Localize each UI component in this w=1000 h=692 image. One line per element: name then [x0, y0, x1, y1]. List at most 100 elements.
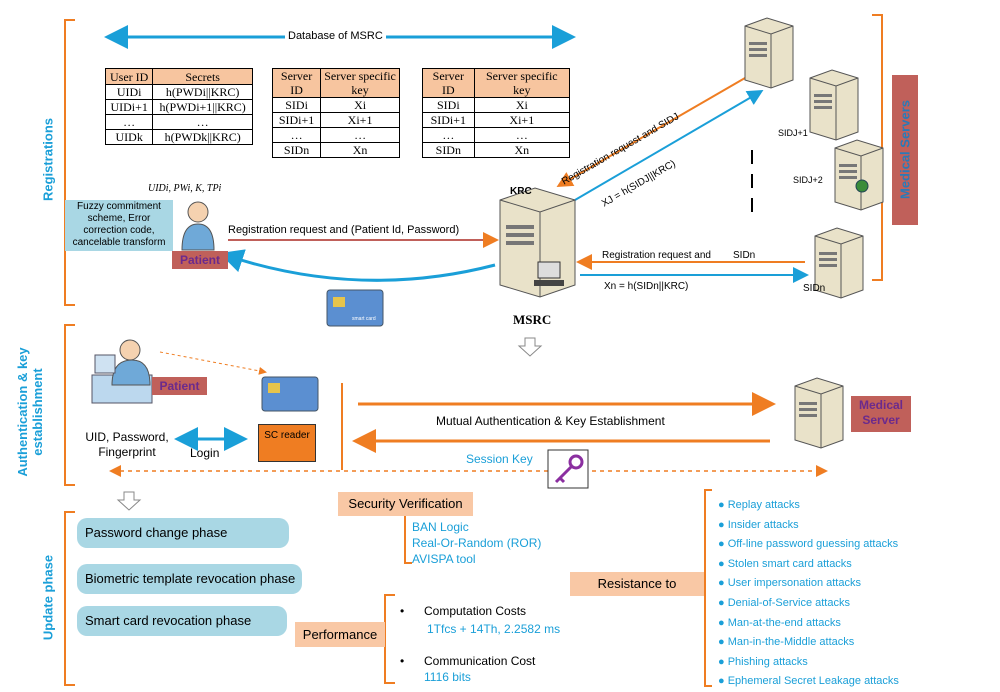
key-icon [547, 449, 589, 489]
medical-server-label: Medical Server [851, 396, 911, 432]
list-item: ● Phishing attacks [718, 653, 899, 673]
medical-servers-bar [892, 75, 918, 225]
login-label[interactable]: Login [190, 446, 220, 460]
table-header: Server ID [422, 68, 475, 98]
list-item: ● Ephemeral Secret Leakage attacks [718, 672, 899, 692]
table-cell: SIDi+1 [422, 112, 475, 128]
down-arrow-1 [517, 337, 543, 357]
list-item: BAN Logic [412, 520, 469, 534]
table-cell: Xi+1 [320, 112, 400, 128]
table-cell: Xi [473, 97, 571, 113]
list-item-label: Insider attacks [727, 518, 799, 531]
list-item-label: Off-line password guessing attacks [727, 538, 899, 551]
table-cell: UIDi+1 [104, 99, 154, 115]
server-j2-icon [834, 139, 884, 211]
security-verification-list: BAN Logic Real-Or-Random (ROR) AVISPA to… [412, 519, 541, 567]
credentials-text: UID, Password, Fingerprint [85, 430, 169, 459]
fuzzy-commitment-box: Fuzzy commitment scheme, Error correctio… [65, 200, 173, 251]
table-cell: SIDn [271, 142, 322, 158]
sidn-label-a: SIDn [733, 250, 756, 261]
medical-server-icon [794, 377, 844, 449]
bullet: • [400, 604, 405, 618]
bullet-icon: ● [718, 596, 728, 609]
bullet-icon: ● [718, 675, 728, 688]
list-item: ● Replay attacks [718, 496, 899, 516]
list-item-label: Stolen smart card attacks [727, 557, 852, 570]
list-item: ● Off-line password guessing attacks [718, 535, 899, 555]
smart-card-icon-2 [261, 376, 319, 412]
communication-title: Communication Cost [424, 654, 536, 668]
server-j-icon [744, 17, 794, 89]
patient-label-2: Patient [152, 377, 207, 395]
table-cell: SIDn [422, 142, 475, 158]
table-cell: h(PWDk||KRC) [152, 129, 253, 145]
table-cell: … [152, 114, 253, 130]
patient-icon [181, 201, 215, 251]
globe-icon [855, 179, 869, 193]
smart-card-revocation-phase: Smart card revocation phase [77, 606, 287, 636]
server-j-return-arrow [574, 89, 764, 201]
list-item: ● Denial-of-Service attacks [718, 594, 899, 614]
bullet-icon: ● [718, 518, 728, 531]
list-item-label: Man-in-the-Middle attacks [727, 636, 855, 649]
database-label: Database of MSRC [285, 30, 386, 42]
server-j1-icon [809, 69, 859, 141]
list-item-label: User impersonation attacks [727, 577, 861, 590]
computation-title: Computation Costs [424, 604, 527, 618]
security-verification-title: Security Verification [338, 492, 473, 516]
table-cell: … [271, 127, 322, 143]
table-cell: UIDk [104, 129, 154, 145]
table-cell: … [422, 127, 475, 143]
bullet: • [400, 654, 405, 668]
server-j-reg-arrow [556, 77, 746, 188]
table-header: Secrets [152, 68, 253, 85]
krc-label: KRC [510, 186, 532, 197]
list-item: AVISPA tool [412, 552, 476, 566]
list-item-label: Man-at-the-end attacks [727, 616, 841, 629]
list-item: ● Insider attacks [718, 516, 899, 536]
table-cell: h(PWDi+1||KRC) [152, 99, 253, 115]
table-cell: SIDi+1 [271, 112, 322, 128]
bullet-icon: ● [718, 655, 728, 668]
list-item-label: Ephemeral Secret Leakage attacks [727, 675, 899, 688]
sc-reader-box: SC reader [258, 424, 316, 462]
resistance-bracket [704, 489, 712, 687]
list-item-label: Replay attacks [727, 499, 800, 511]
table-header: Server ID [271, 68, 322, 98]
registrations-label: Registrations [40, 117, 56, 202]
registrations-bracket [64, 19, 75, 306]
table-cell: Xn [473, 142, 571, 158]
mutual-auth-text: Mutual Authentication & Key Establishmen… [436, 414, 665, 428]
reg-patient-text: Registration request and (Patient Id, Pa… [228, 224, 460, 236]
bullet-icon: ● [718, 557, 728, 570]
list-item: Real-Or-Random (ROR) [412, 536, 542, 550]
table-cell: Xi+1 [473, 112, 571, 128]
update-bracket [64, 511, 75, 686]
security-bracket [404, 515, 412, 564]
list-item: ● Man-at-the-end attacks [718, 614, 899, 634]
xn-formula: Xn = h(SIDn||KRC) [604, 281, 689, 292]
list-item: ● Stolen smart card attacks [718, 555, 899, 575]
table-cell: Xn [320, 142, 400, 158]
session-key-text: Session Key [466, 452, 533, 466]
medical-servers-label: Medical Servers [897, 100, 913, 200]
password-change-phase: Password change phase [77, 518, 289, 548]
down-arrow-2 [116, 491, 142, 511]
reg-sidn-text: Registration request and [602, 250, 711, 261]
resistance-list: ● Replay attacks ● Insider attacks ● Off… [718, 496, 899, 692]
auth-bracket [64, 324, 75, 486]
computation-value: 1Tfcs + 14Th, 2.2582 ms [427, 622, 561, 636]
list-item: ● Man-in-the-Middle attacks [718, 633, 899, 653]
table-cell: Xi [320, 97, 400, 113]
table-header: Server specific key [473, 68, 571, 98]
table-cell: h(PWDi||KRC) [152, 84, 253, 100]
bullet-icon: ● [718, 499, 728, 511]
bullet-icon: ● [718, 636, 728, 649]
table-cell: … [473, 127, 571, 143]
table-cell: SIDi [422, 97, 475, 113]
biometric-revocation-phase: Biometric template revocation phase [77, 564, 302, 594]
table-cell: UIDi [104, 84, 154, 100]
